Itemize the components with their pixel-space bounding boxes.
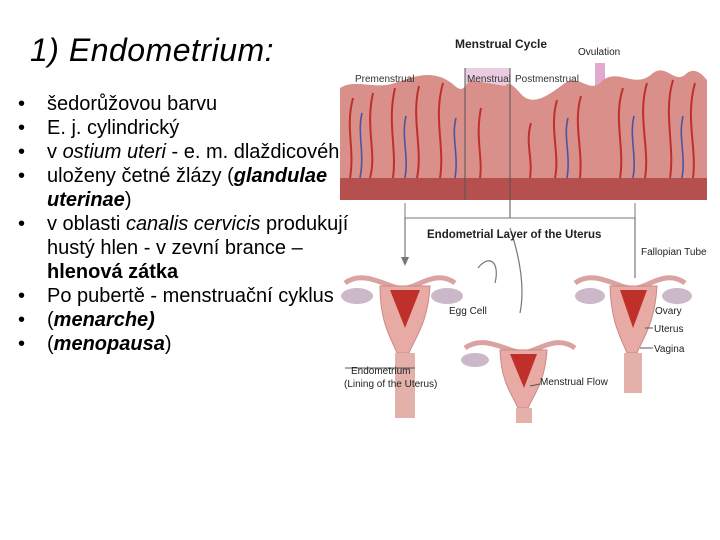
bullet-item: • E. j. cylindrický (18, 116, 363, 140)
bullet-item: • v ostium uteri - e. m. dlaždicového (18, 140, 363, 164)
slide-title: 1) Endometrium: (30, 32, 275, 68)
bullet-text: ) (124, 189, 132, 211)
bullet-item: • šedorůžovou barvu (18, 92, 363, 116)
bullet-text: canalis cervicis (125, 213, 261, 235)
bullet-text: hlenová zátka (47, 261, 179, 283)
bullet-text: Po pubertě - menstruační cyklus (47, 285, 334, 307)
bullet-text: ( (47, 333, 54, 355)
uterus-left (341, 275, 463, 418)
vagina-label: Vagina (654, 344, 685, 355)
figure-title: Menstrual Cycle (455, 37, 548, 51)
bullet-text: E. j. cylindrický (47, 117, 180, 139)
bullet-item: • v oblasti canalis cervicis produkují hu… (18, 212, 363, 284)
egg-cell-label: Egg Cell (449, 306, 487, 317)
bullet-text: menarche) (53, 309, 155, 331)
bullet-dot: • (18, 285, 26, 307)
bullet-text: uloženy četné žlázy ( (47, 165, 234, 187)
phase-postmenstrual: Postmenstrual (515, 74, 579, 85)
bullet-item: • Po pubertě - menstruační cyklus (18, 284, 363, 308)
bullet-text: - e. m. dlaždicového (165, 141, 351, 163)
menstrual-cycle-figure: Menstrual Cycle Ovulation Premenstrual M… (335, 28, 720, 423)
bullet-text: šedorůžovou barvu (47, 93, 218, 115)
bullet-dot: • (18, 333, 26, 355)
bullet-item: • (menopausa) (18, 332, 363, 356)
endometrial-layer-label: Endometrial Layer of the Uterus (427, 229, 602, 241)
bullet-dot: • (18, 213, 26, 235)
bullet-text: ( (47, 309, 54, 331)
lining-label: (Lining of the Uterus) (344, 379, 438, 390)
phase-premenstrual: Premenstrual (355, 74, 415, 85)
bullet-text: menopausa (53, 333, 165, 355)
menstrual-cycle-illustration (340, 63, 707, 423)
endometrium-label: Endometrium (351, 366, 411, 377)
uterus-right (573, 275, 692, 393)
bullet-text: v oblasti (47, 213, 126, 235)
bullet-item: • uloženy četné žlázy (glandulae uterinae… (18, 164, 363, 212)
bullet-list: • šedorůžovou barvu • E. j. cylindrický • v o… (18, 92, 363, 356)
bullet-text: produkují hustý hlen - v zevní brance – (47, 213, 349, 259)
bullet-dot: • (18, 117, 26, 139)
bullet-text: ) (164, 333, 172, 355)
phase-menstrual: Menstrual (467, 74, 511, 85)
ovary-label: Ovary (655, 306, 682, 317)
bullet-dot: • (18, 165, 26, 187)
bullet-text: v (47, 141, 63, 163)
bullet-text: ostium uteri (62, 141, 166, 163)
bullet-item: • (menarche) (18, 308, 363, 332)
fallopian-tube-label: Fallopian Tube (641, 247, 707, 258)
bullet-dot: • (18, 141, 26, 163)
uterus-middle (461, 340, 577, 423)
bullet-text: glandulae uterinae (47, 165, 328, 211)
menstrual-flow-label: Menstrual Flow (540, 377, 608, 388)
bullet-dot: • (18, 93, 26, 115)
ovulation-label: Ovulation (578, 47, 621, 58)
uterus-label: Uterus (654, 324, 684, 335)
bullet-dot: • (18, 309, 26, 331)
